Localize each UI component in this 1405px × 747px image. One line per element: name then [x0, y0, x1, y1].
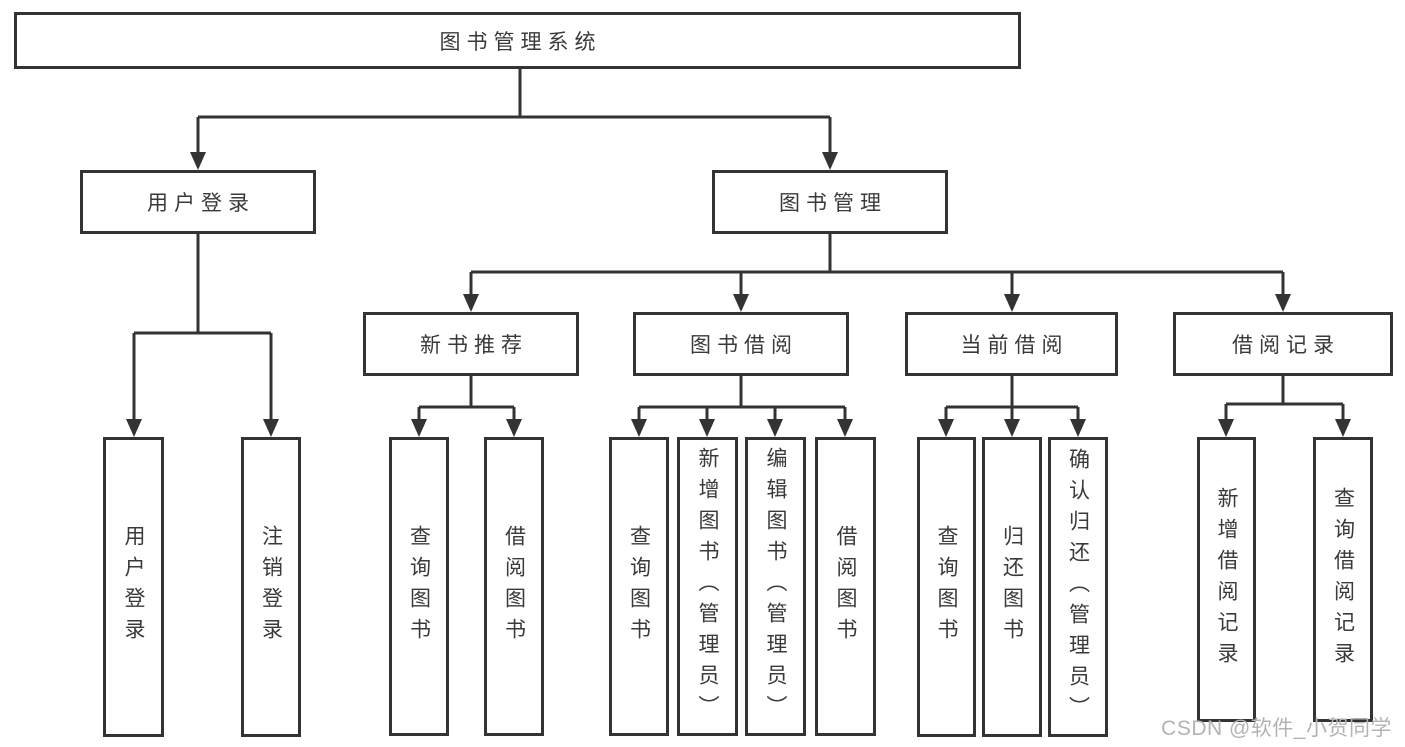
watermark-text: CSDN @软件_小贺同学 [1161, 717, 1392, 740]
leaf-query-borrow-record: 查询借阅记录 [1313, 437, 1373, 722]
leaf-query-books-borrowing: 查询图书 [609, 437, 669, 736]
node-root: 图书管理系统 [14, 12, 1021, 69]
leaf-add-borrow-record: 新增借阅记录 [1197, 437, 1256, 722]
node-label: 借阅记录 [1232, 334, 1340, 357]
leaf-query-books-recommend: 查询图书 [389, 437, 449, 736]
node-label: 图书借阅 [690, 334, 798, 357]
leaf-confirm-return-admin: 确认归还（管理员） [1048, 437, 1108, 737]
node-label: 编辑图书（管理员） [764, 447, 787, 726]
node-label: 查询借阅记录 [1331, 486, 1355, 673]
leaf-return-book: 归还图书 [982, 437, 1042, 737]
node-label: 查询图书 [627, 524, 651, 649]
leaf-user-login: 用户登录 [103, 437, 164, 737]
node-label: 新书推荐 [420, 334, 528, 357]
node-label: 归还图书 [1000, 525, 1024, 649]
node-new-book-recommend: 新书推荐 [363, 312, 579, 376]
node-label: 查询图书 [407, 524, 431, 649]
node-label: 注销登录 [259, 525, 283, 649]
node-label: 图书管理 [779, 192, 887, 215]
node-label: 用户登录 [122, 525, 145, 649]
node-label: 借阅图书 [834, 524, 857, 649]
node-label: 确认归还（管理员） [1066, 447, 1090, 727]
leaf-borrow-books-recommend: 借阅图书 [484, 437, 544, 736]
node-book-management: 图书管理 [712, 170, 948, 234]
leaf-borrow-books: 借阅图书 [815, 437, 876, 736]
leaf-add-book-admin: 新增图书（管理员） [677, 437, 738, 736]
leaf-logout: 注销登录 [241, 437, 301, 737]
node-borrowing-records: 借阅记录 [1173, 312, 1393, 376]
node-current-borrowing: 当前借阅 [905, 312, 1118, 376]
node-label: 新增借阅记录 [1215, 486, 1238, 673]
node-label: 当前借阅 [960, 334, 1069, 357]
leaf-query-books-current: 查询图书 [917, 437, 976, 737]
node-label: 借阅图书 [502, 524, 526, 649]
node-label: 图书管理系统 [439, 30, 602, 54]
node-book-borrowing: 图书借阅 [633, 312, 849, 376]
node-label: 用户登录 [147, 192, 255, 215]
node-label: 新增图书（管理员） [696, 447, 719, 726]
node-user-login: 用户登录 [80, 170, 316, 234]
node-label: 查询图书 [935, 525, 958, 649]
leaf-edit-book-admin: 编辑图书（管理员） [745, 437, 806, 736]
